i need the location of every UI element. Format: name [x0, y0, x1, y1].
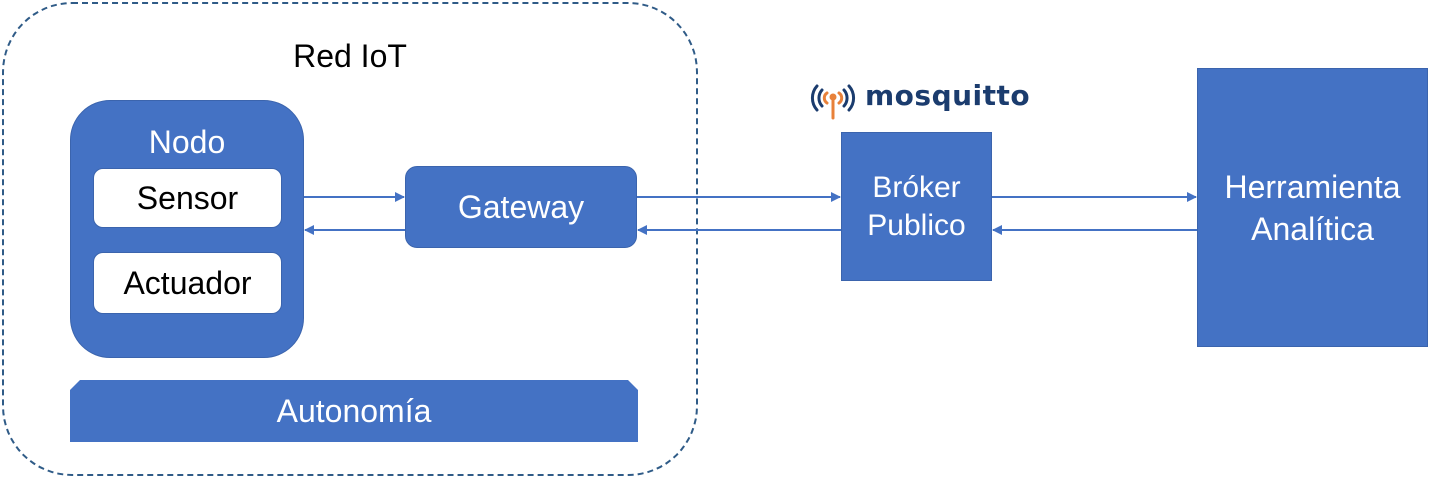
iot-network-group [2, 2, 698, 476]
broker-label-line2: Publico [867, 208, 966, 242]
mosquitto-logo-text: mosquitto [865, 79, 1031, 112]
analytics-tool-box: Herramienta Analítica [1197, 68, 1428, 347]
autonomy-bar: Autonomía [70, 380, 638, 442]
node-title: Nodo [148, 123, 226, 160]
sensor-box: Sensor [93, 168, 282, 228]
gateway-box: Gateway [405, 166, 637, 248]
actuator-box: Actuador [93, 252, 282, 314]
public-broker-box: Bróker Publico [841, 132, 992, 281]
analytics-label-line2: Analítica [1251, 210, 1374, 247]
iot-network-title: Red IoT [293, 37, 407, 74]
mosquitto-signal-icon [810, 84, 856, 120]
broker-label-line1: Bróker [872, 170, 961, 204]
analytics-label-line1: Herramienta [1224, 168, 1401, 205]
node-box [70, 100, 304, 358]
mosquitto-logo: mosquitto [803, 78, 1030, 122]
